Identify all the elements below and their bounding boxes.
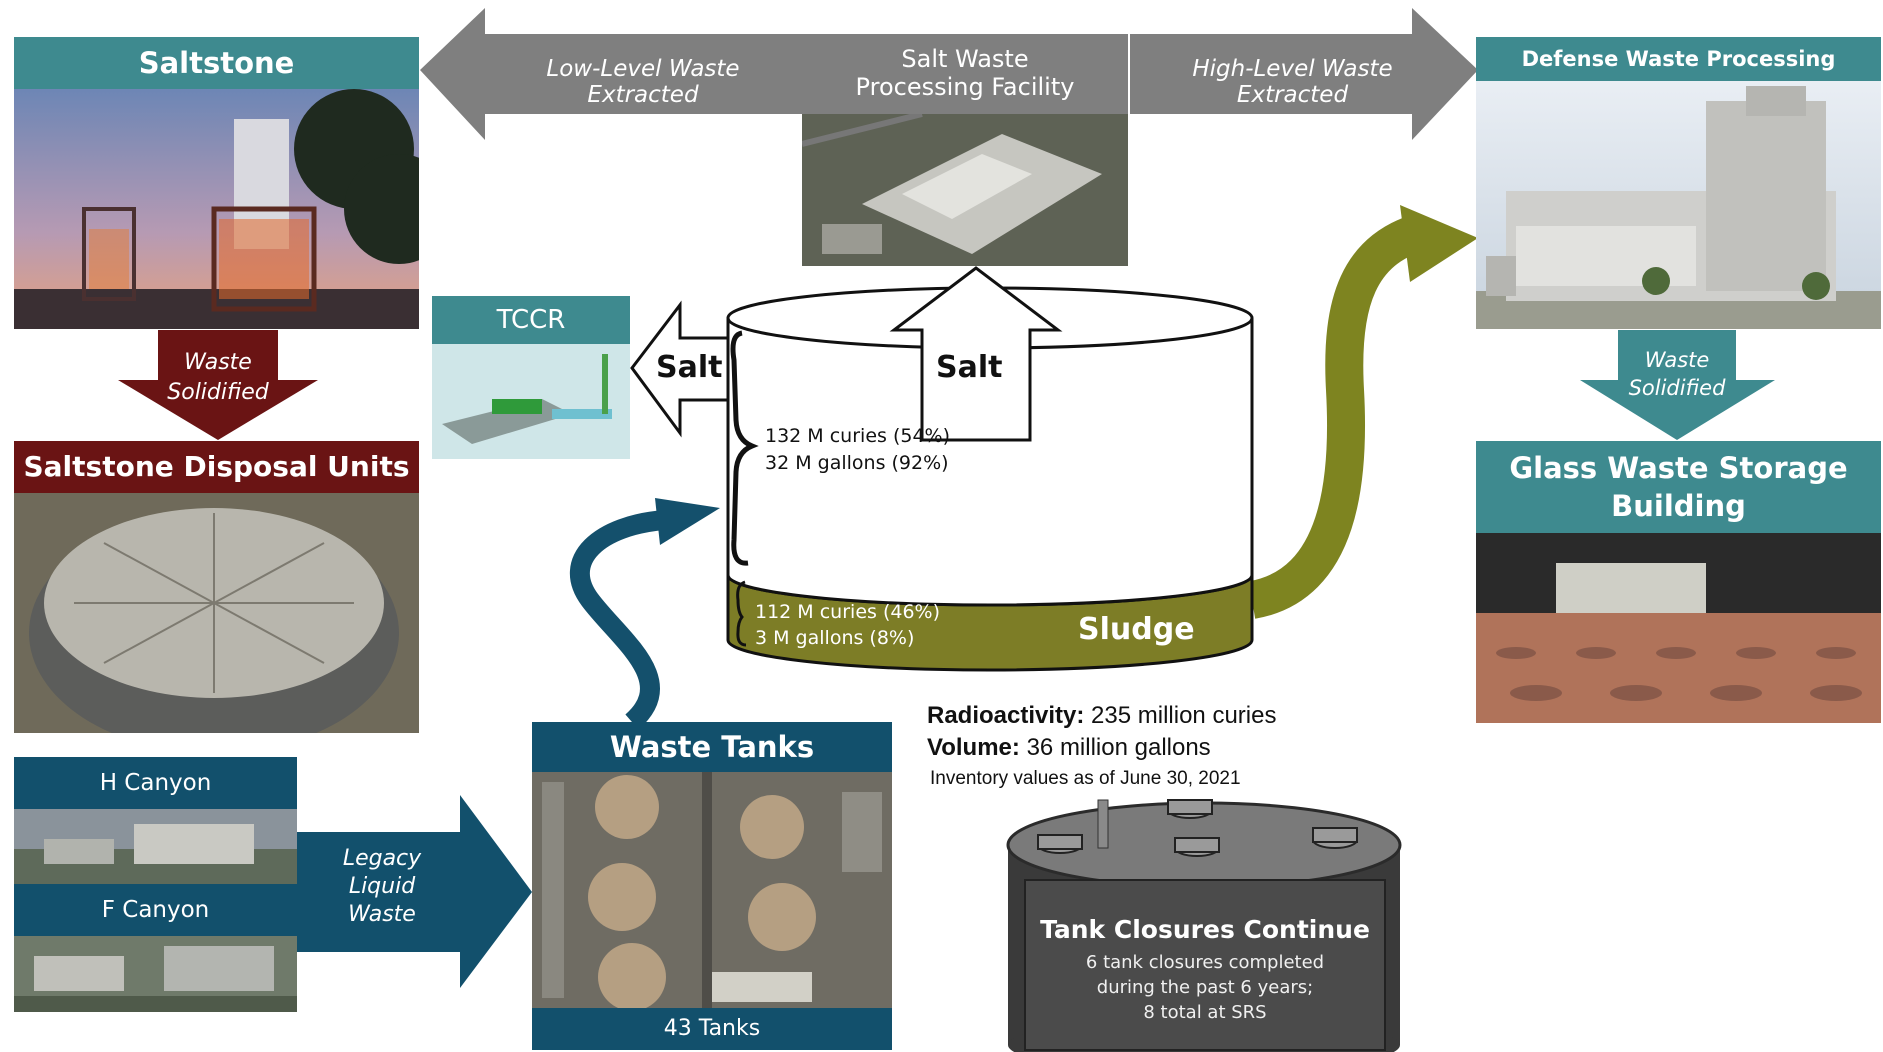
glass-storage-line2: Building: [1611, 489, 1746, 523]
salt-bracket: [730, 330, 759, 566]
closure-tank-pipe: [1097, 799, 1109, 849]
glass-storage-header: Glass Waste Storage Building: [1476, 441, 1881, 533]
saltstone-disposal-photo: [14, 493, 419, 733]
legacy-liquid-waste-arrow: [296, 795, 532, 988]
saltstone-arrow-label: Waste Solidified: [150, 348, 286, 408]
saltstone-disposal-header: Saltstone Disposal Units: [14, 441, 419, 493]
waste-tanks-photo: [532, 772, 892, 1008]
dwpf-header: Defense Waste Processing Facility: [1476, 37, 1881, 115]
radioactivity-value: 235 million curies: [1091, 702, 1277, 729]
legacy-line1: Legacy: [342, 846, 422, 871]
salt-up-arrow: [889, 266, 1063, 442]
sludge-gallons: 3 M gallons (8%): [755, 627, 915, 649]
sludge-to-dwpf-arrowhead: [1400, 205, 1478, 282]
saltstone-arrow-line1: Waste: [184, 350, 252, 375]
waste-tanks-header: Waste Tanks: [532, 722, 892, 772]
radioactivity-label: Radioactivity:: [927, 702, 1085, 729]
legacy-line2: Liquid: [348, 874, 416, 899]
f-canyon-header: F Canyon: [14, 884, 297, 936]
sludge-label: Sludge: [1078, 612, 1195, 647]
salt-left-arrow: [630, 300, 730, 438]
dwpf-arrow-label: Waste Solidified: [1608, 346, 1746, 402]
tccr-photo: [432, 344, 630, 459]
f-canyon-photo: [14, 936, 297, 1012]
closures-title: Tank Closures Continue: [1040, 915, 1370, 944]
low-level-waste-arrow: [420, 8, 802, 140]
high-level-waste-arrow: [1130, 8, 1478, 140]
swpf-header: Salt Waste Processing Facility: [802, 34, 1128, 114]
low-level-waste-label: Low-Level Waste Extracted: [546, 56, 740, 108]
h-canyon-photo: [14, 809, 297, 884]
closure-tank-caps: [1037, 799, 1358, 857]
high-level-waste-label: High-Level Waste Extracted: [1192, 56, 1393, 108]
dwpf-solidified-arrow: [1580, 330, 1775, 440]
saltstone-solidified-arrow: [118, 330, 318, 440]
salt-left-label: Salt: [656, 350, 723, 385]
volume-line: Volume: 36 million gallons: [927, 734, 1211, 762]
dwpf-arrow-line1: Waste: [1644, 348, 1710, 372]
closures-line1: 6 tank closures completed: [1085, 952, 1325, 973]
waste-tanks-footer: 43 Tanks: [532, 1008, 892, 1050]
glass-storage-line1: Glass Waste Storage: [1509, 451, 1848, 485]
tank-salt-section: [726, 318, 1254, 607]
inventory-note: Inventory values as of June 30, 2021: [930, 768, 1241, 789]
saltstone-header: Saltstone: [14, 37, 419, 89]
saltstone-photo: [14, 89, 419, 329]
salt-curies: 132 M curies (54%): [765, 425, 950, 447]
salt-up-label: Salt: [936, 350, 1003, 385]
salt-gallons: 32 M gallons (92%): [765, 452, 949, 474]
glass-storage-photo: [1476, 533, 1881, 723]
h-canyon-header: H Canyon: [14, 757, 297, 809]
swpf-photo: [802, 114, 1128, 266]
sludge-to-dwpf-curve: [1247, 213, 1427, 619]
tanks-to-tank-curve: [569, 510, 666, 730]
legacy-line3: Waste: [348, 902, 416, 927]
saltstone-arrow-line2: Solidified: [167, 380, 269, 405]
closures-line3: 8 total at SRS: [1143, 1002, 1267, 1023]
legacy-arrow-label: Legacy Liquid Waste: [322, 845, 442, 929]
swpf-line1: Salt Waste: [901, 45, 1029, 73]
closures-line2: during the past 6 years;: [1096, 977, 1314, 998]
dwpf-arrow-line2: Solidified: [1628, 376, 1726, 400]
swpf-line2: Processing Facility: [855, 73, 1075, 101]
volume-label: Volume:: [927, 734, 1020, 761]
dwpf-photo: [1476, 81, 1881, 329]
volume-value: 36 million gallons: [1026, 734, 1211, 761]
closure-tank-inner-panel: [1024, 879, 1386, 1051]
sludge-curies: 112 M curies (46%): [755, 601, 940, 623]
tanks-to-tank-arrowhead: [655, 498, 720, 545]
radioactivity-line: Radioactivity: 235 million curies: [927, 702, 1276, 730]
closures-text: 6 tank closures completed during the pas…: [1025, 950, 1385, 1025]
tccr-header: TCCR: [432, 296, 630, 344]
sludge-bracket: [736, 580, 747, 647]
